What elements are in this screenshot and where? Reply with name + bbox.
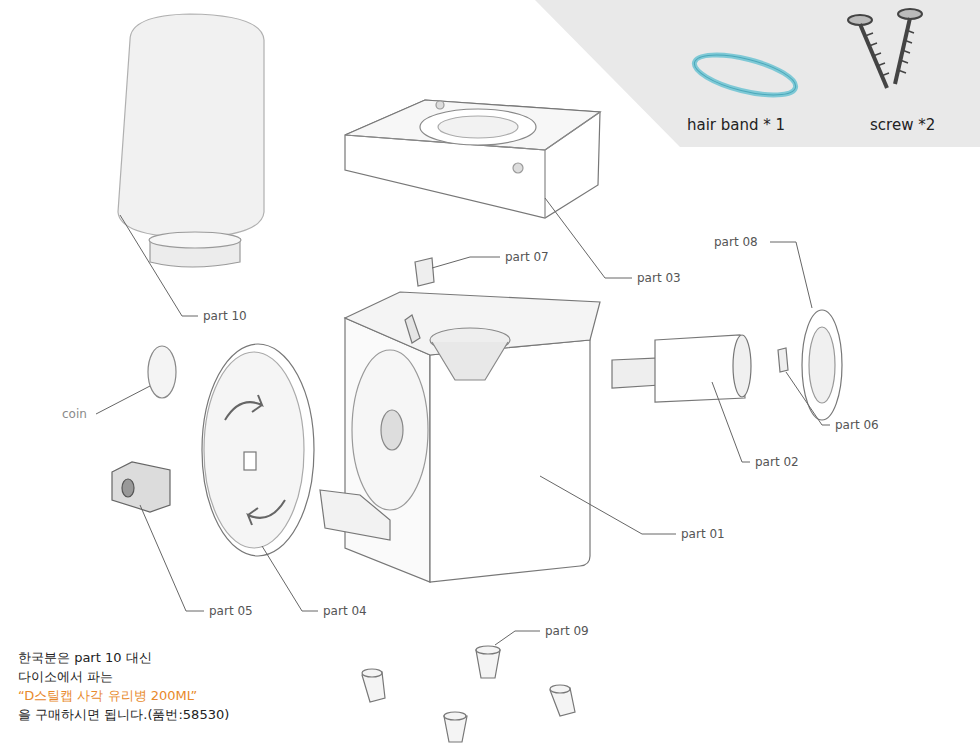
note-text: 을 구매하시면 됩니다.(품번:58530) (18, 707, 229, 723)
part-label: part 09 (545, 624, 589, 638)
part-label: coin (62, 407, 87, 421)
part-label: part 01 (681, 527, 725, 541)
accessory-panel: hair band * 1 screw *2 (535, 0, 980, 147)
part-label: part 10 (203, 309, 247, 323)
accessory-label: screw *2 (870, 116, 935, 134)
part-label: part 03 (637, 271, 681, 285)
part-label: part 08 (714, 235, 758, 249)
note-text: 다이소에서 파는 (18, 669, 113, 685)
part-label: part 04 (323, 604, 367, 618)
part-label: part 05 (209, 604, 253, 618)
accessory-label: hair band * 1 (687, 116, 785, 134)
note-text: 한국분은 part 10 대신 (18, 650, 152, 666)
part-label: part 06 (835, 418, 879, 432)
part-label: part 07 (505, 250, 549, 264)
note-highlight: “D스틸캡 사각 유리병 200ML” (18, 688, 197, 704)
part-label: part 02 (755, 455, 799, 469)
